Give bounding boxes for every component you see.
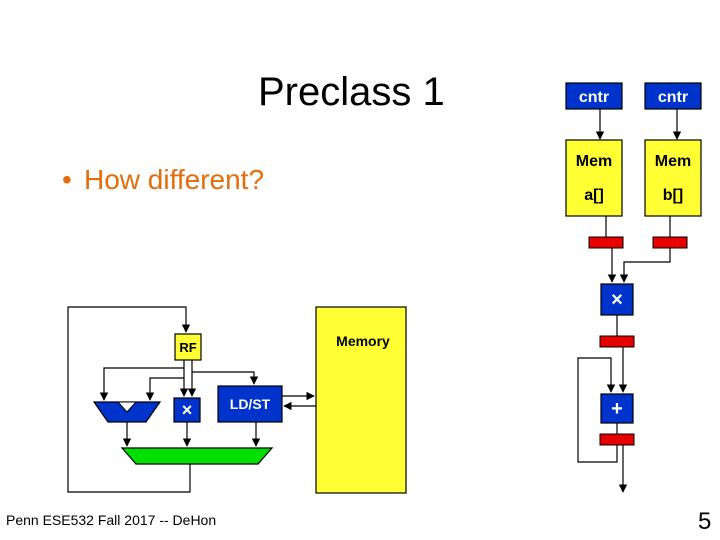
rf-to-alu-wire-2	[145, 377, 184, 401]
footer-text: Penn ESE532 Fall 2017 -- DeHon	[6, 512, 217, 528]
multiply-label: ×	[182, 400, 193, 420]
dataflow-diagram: cntr cntr Mem a[] Mem b[] × +	[565, 82, 702, 493]
counter-a-label: cntr	[579, 89, 609, 106]
mem-a-box	[565, 139, 623, 217]
multiply-node-label: ×	[611, 289, 623, 311]
ldst-label: LD/ST	[230, 396, 271, 412]
counter-b-label: cntr	[658, 89, 688, 106]
register-mul	[599, 335, 635, 348]
counter-b-box	[644, 82, 702, 110]
feedback-wire	[67, 306, 191, 493]
register-acc	[599, 433, 635, 446]
reg-b-to-mul-wire	[619, 248, 671, 283]
rf-to-alu-wire	[99, 367, 184, 401]
rf-label: RF	[179, 340, 196, 355]
memory-label: Memory	[336, 333, 390, 349]
bullet-dot: •	[62, 164, 72, 195]
counter-a-box	[565, 82, 623, 110]
mem-b-label: Mem	[655, 153, 691, 170]
accumulate-feedback-wire	[577, 357, 618, 463]
bullet-item: • How different?	[62, 164, 264, 196]
processor-diagram: RF × LD/ST Memory	[67, 306, 407, 494]
mem-a-label: Mem	[576, 153, 612, 170]
register-b	[652, 236, 688, 249]
ldst-box	[217, 385, 283, 423]
register-a	[588, 236, 624, 249]
mem-b-box	[644, 139, 702, 217]
mem-b-array: b[]	[663, 187, 683, 204]
page-number: 5	[698, 508, 712, 535]
rf-box	[174, 333, 202, 361]
bullet-text: How different?	[84, 164, 265, 195]
mem-a-array: a[]	[584, 187, 604, 204]
memory-box	[315, 306, 407, 494]
slide-title: Preclass 1	[258, 70, 445, 114]
rf-to-ldst-wire	[192, 371, 259, 385]
alu-notch	[116, 401, 138, 413]
add-node-label: +	[611, 398, 623, 420]
output-mux	[120, 447, 274, 465]
multiply-box	[173, 397, 201, 423]
